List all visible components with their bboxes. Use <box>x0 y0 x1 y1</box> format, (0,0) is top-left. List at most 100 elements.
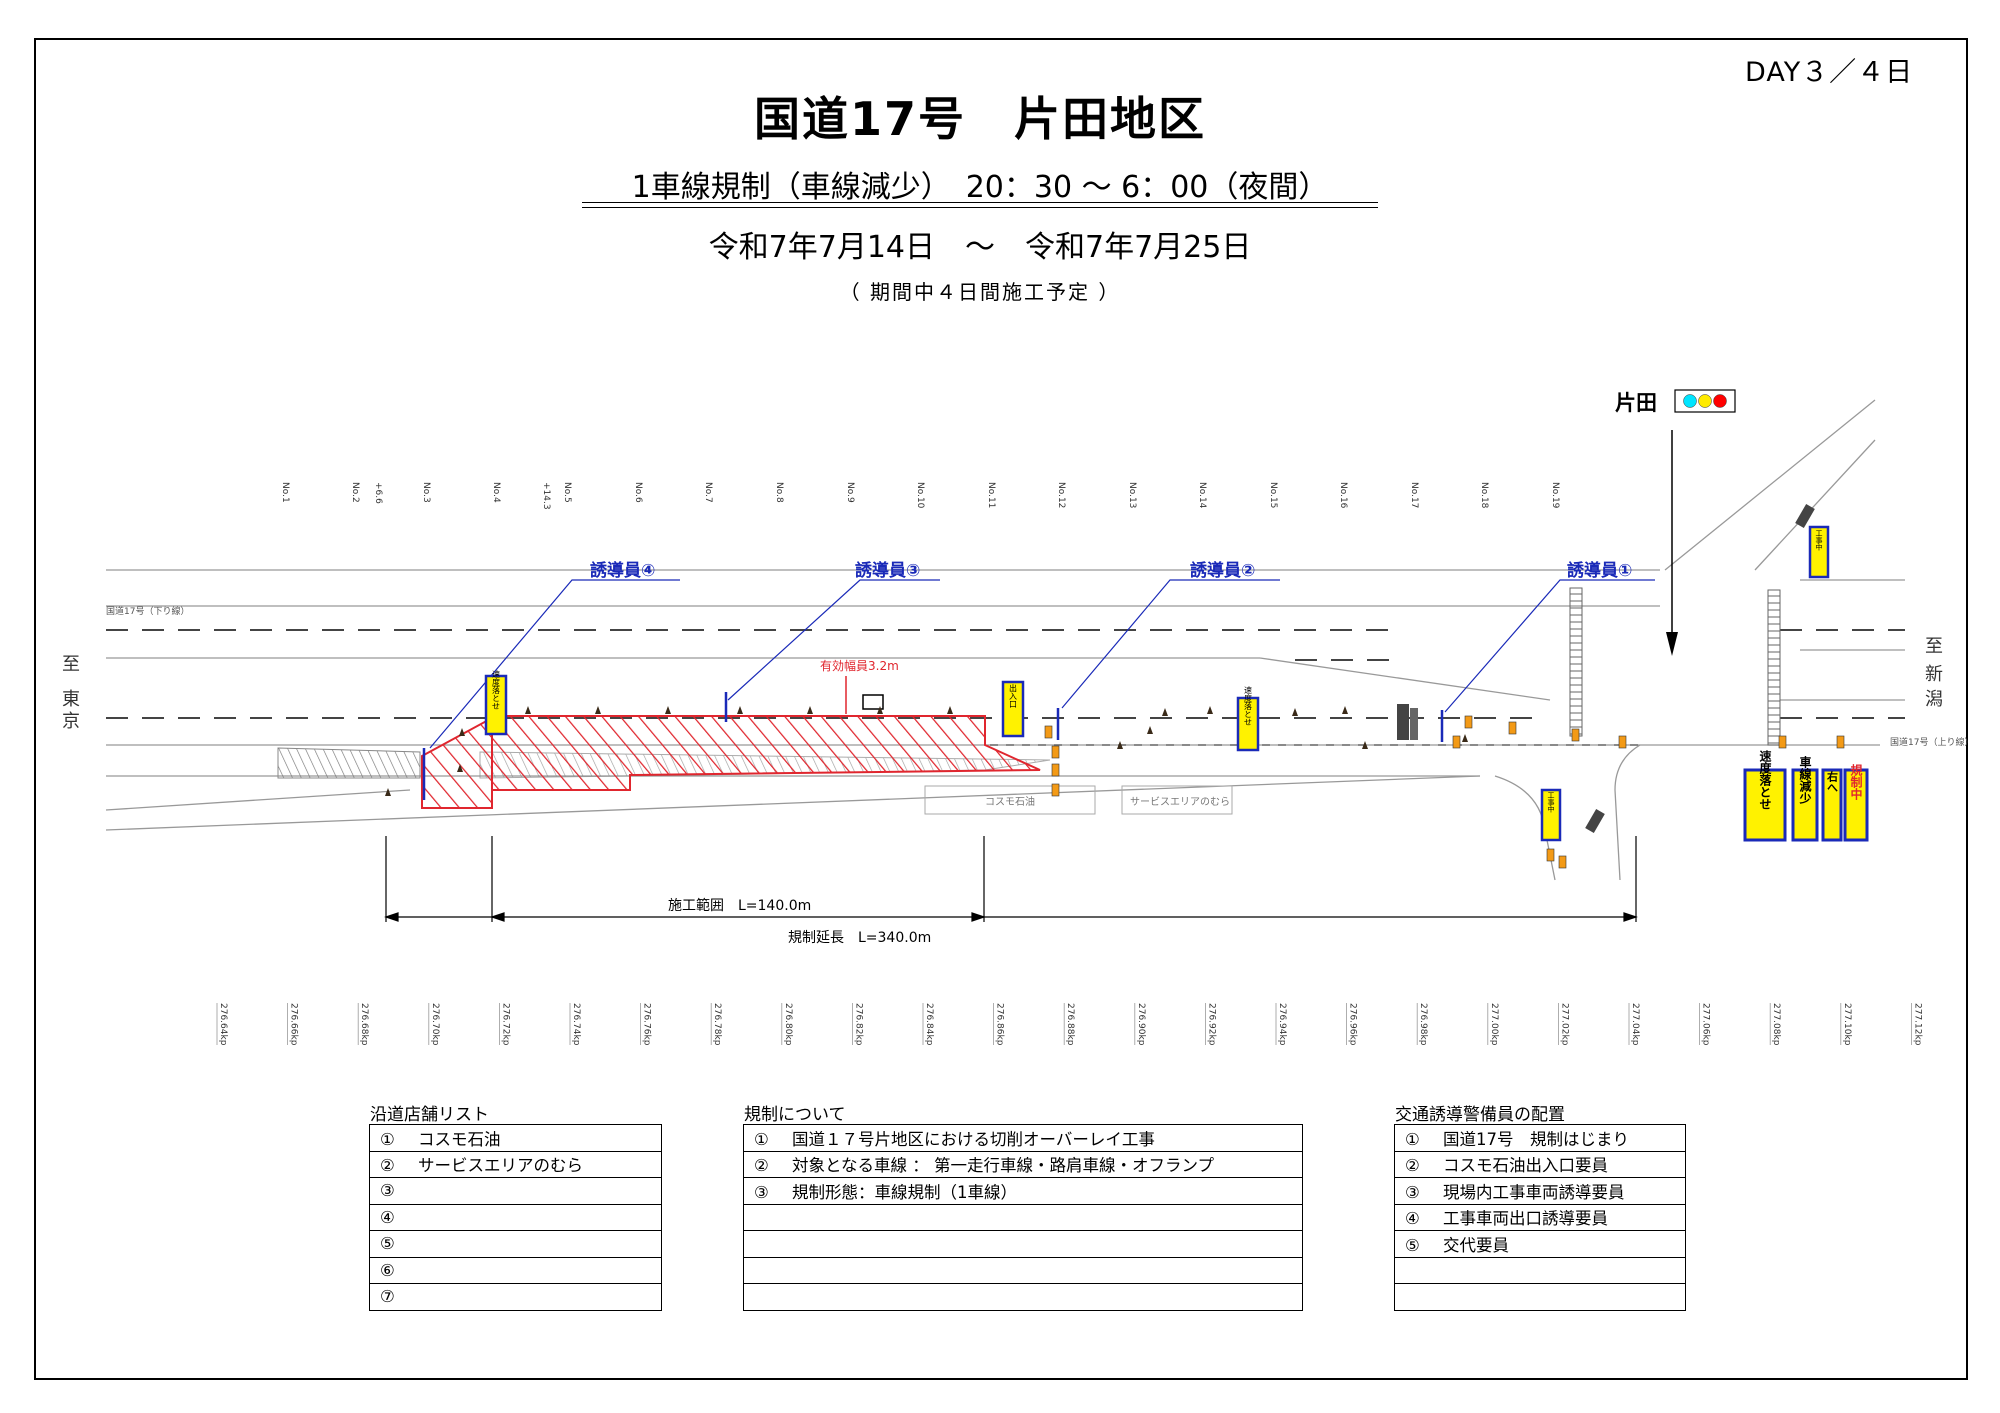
shop-row-text: コスモ石油 <box>418 1129 501 1149</box>
regulation-subtitle: 1車線規制（車線減少） 20：30 ～ 6：00（夜間） <box>631 170 1329 205</box>
regulation-row <box>743 1283 1303 1311</box>
cone-icon <box>737 706 743 714</box>
arrow-marker-icon <box>1546 848 1555 862</box>
shop-cosmo-label: コスモ石油 <box>985 795 1035 808</box>
shop-row: ⑦ <box>369 1283 662 1311</box>
cone-icon <box>385 788 391 796</box>
guard-staff-row-text: 現場内工事車両誘導要員 <box>1443 1182 1625 1202</box>
arrow-marker-icon <box>1044 725 1053 739</box>
arrow-marker-icon <box>1571 728 1580 742</box>
sign-entrance: 出入口 <box>1001 680 1025 738</box>
kp-label: 276.68kp <box>359 1003 369 1046</box>
guard-staff-row: ① 国道17号 規制はじまり <box>1394 1124 1686 1152</box>
station-label: No.5 <box>562 482 572 503</box>
truck-icon <box>1397 704 1409 740</box>
station-label: +14.3 <box>541 482 551 510</box>
guard-2: 誘導員② <box>1190 560 1255 581</box>
effective-width-label: 有効幅員3.2m <box>820 658 899 673</box>
kp-label: 276.78kp <box>712 1003 722 1046</box>
kp-label: 277.02kp <box>1559 1003 1569 1046</box>
guard-staff-row-text: コスモ石油出入口要員 <box>1443 1156 1608 1176</box>
cone-icon <box>1362 741 1368 749</box>
kp-label: 276.86kp <box>995 1003 1005 1046</box>
shop-service-label: サービスエリアのむら <box>1130 796 1230 808</box>
kp-label: 276.72kp <box>500 1003 510 1046</box>
kp-label: 277.08kp <box>1771 1003 1781 1046</box>
sign-construction-2: 工事中 <box>1540 788 1562 842</box>
arrow-marker-icon <box>1618 735 1627 749</box>
regulation-row <box>743 1230 1303 1258</box>
to-niigata: 至 新 潟 <box>1925 636 1943 710</box>
guard-leaders <box>429 579 1655 749</box>
kp-label: 277.06kp <box>1701 1003 1711 1046</box>
arrow-marker-icon <box>1558 855 1567 869</box>
kp-label: 276.82kp <box>853 1003 863 1046</box>
station-label: No.15 <box>1268 482 1278 508</box>
kp-label: 276.88kp <box>1065 1003 1075 1046</box>
guard-staff-row-number: ③ <box>1405 1182 1420 1202</box>
guard-staff-row <box>1394 1256 1686 1284</box>
lane-markings <box>106 629 1905 719</box>
car-icon-2 <box>1585 808 1605 834</box>
svg-text:速度落とせ: 速度落とせ <box>1244 686 1253 726</box>
station-label: No.17 <box>1409 482 1419 508</box>
work-range-label: 施工範囲 L=140.0m <box>668 897 811 914</box>
kp-label: 277.04kp <box>1630 1003 1640 1046</box>
regulation-row-number: ② <box>754 1156 769 1176</box>
svg-text:京: 京 <box>62 711 80 732</box>
shop-row-number: ③ <box>380 1181 395 1201</box>
kp-label: 276.66kp <box>289 1003 299 1046</box>
sign-slow-1: 速度落とせ <box>484 670 508 736</box>
station-label: No.10 <box>915 482 925 509</box>
arrow-marker-icon <box>1464 715 1473 729</box>
signal-label: 片田 <box>1615 391 1657 415</box>
arrow-marker-icon <box>1051 745 1060 759</box>
shop-row-text: サービスエリアのむら <box>418 1156 583 1176</box>
arrow-marker-icon <box>1508 721 1517 735</box>
station-label: No.9 <box>845 482 855 503</box>
guard-staff-row <box>1394 1283 1686 1311</box>
guard-staff-row-number: ① <box>1405 1129 1420 1149</box>
shop-row-number: ⑦ <box>380 1287 395 1307</box>
station-label: No.11 <box>986 482 996 508</box>
svg-text:出入口: 出入口 <box>1009 683 1018 708</box>
closure-area <box>491 715 1041 791</box>
arrow-marker-icon <box>1051 783 1060 797</box>
shop-row-number: ④ <box>380 1207 395 1227</box>
guard-staff-row-number: ⑤ <box>1405 1235 1420 1255</box>
shop-row-number: ⑤ <box>380 1234 395 1254</box>
crosswalks <box>1569 587 1781 746</box>
arrow-marker-icon <box>1452 735 1461 749</box>
shop-row: ③ <box>369 1177 662 1205</box>
cone-icon <box>1162 708 1168 716</box>
guard-1: 誘導員① <box>1567 560 1632 581</box>
svg-text:工事中: 工事中 <box>1815 530 1823 552</box>
car-icon <box>1795 503 1815 529</box>
regulation-row-number: ① <box>754 1129 769 1149</box>
regulation-row-text: 規制形態：車線規制（1車線） <box>792 1182 1017 1202</box>
station-label: No.3 <box>421 482 431 503</box>
svg-text:工事中: 工事中 <box>1547 792 1555 814</box>
svg-text:至: 至 <box>62 654 80 675</box>
cone-icon <box>807 706 813 714</box>
station-label: No.8 <box>774 482 784 503</box>
kp-label: 276.64kp <box>218 1003 228 1046</box>
shop-row: ④ <box>369 1203 662 1231</box>
shop-row-number: ② <box>380 1156 395 1176</box>
kp-label: 276.90kp <box>1136 1003 1146 1046</box>
station-label: No.16 <box>1338 482 1348 509</box>
kp-label: 277.10kp <box>1842 1003 1852 1046</box>
guard-staff-row-text: 国道17号 規制はじまり <box>1443 1129 1629 1149</box>
guard-staff-row-text: 交代要員 <box>1443 1235 1509 1255</box>
guard-markers <box>422 692 1444 800</box>
cone-icon <box>459 728 465 736</box>
shop-row: ② サービスエリアのむら <box>369 1150 662 1178</box>
shop-row: ⑤ <box>369 1230 662 1258</box>
guard-staff-row: ⑤ 交代要員 <box>1394 1230 1686 1258</box>
arrow-marker-icon <box>1778 735 1787 749</box>
